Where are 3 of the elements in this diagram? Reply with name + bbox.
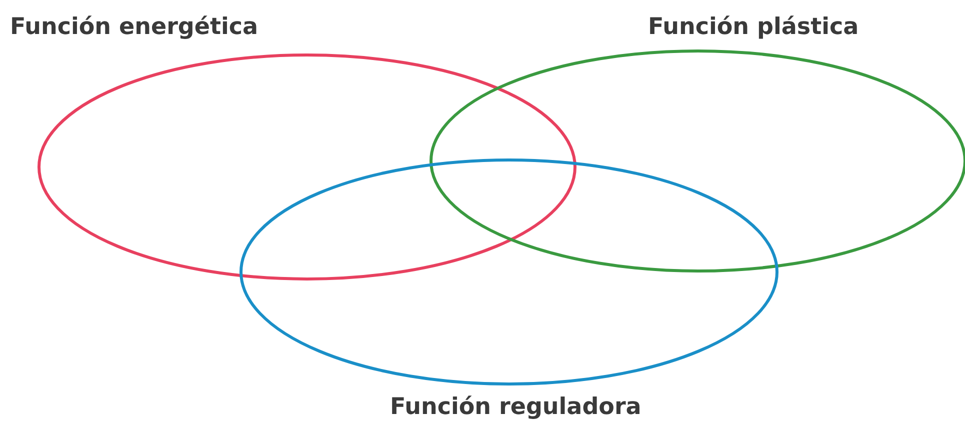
- set-label: Función reguladora: [390, 394, 642, 420]
- set-label: Función plástica: [648, 14, 859, 40]
- set-label: Función energética: [10, 14, 258, 40]
